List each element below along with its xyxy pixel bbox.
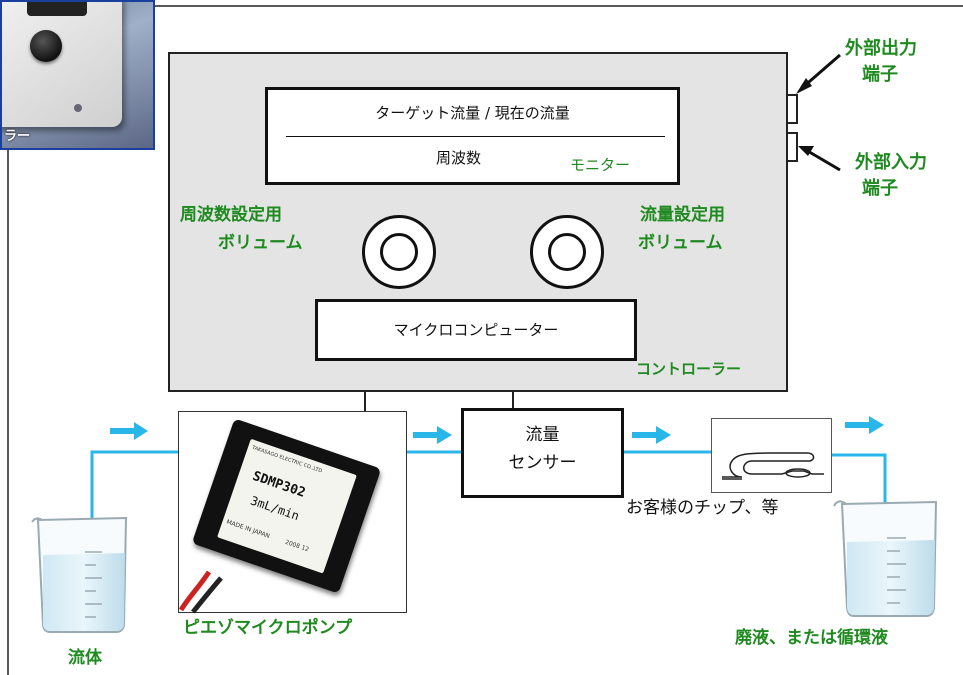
customer-chip-box	[711, 418, 832, 493]
input-terminal	[786, 132, 798, 162]
customer-chip-label: お客様のチップ、等	[626, 498, 779, 518]
controller-photo-display	[27, 2, 87, 16]
pump-frame: TAKASAGO ELECTRIC CO.,LTD SDMP302 3mL/mi…	[178, 411, 407, 614]
flow-volume-knob-center	[548, 233, 586, 271]
frequency-volume-label-2: ボリューム	[218, 233, 303, 253]
waste-label: 廃液、または循環液	[735, 628, 888, 648]
output-terminal-arrow	[796, 53, 841, 94]
flow-sensor-label-2: センサー	[508, 453, 577, 473]
flow-arrow-4	[845, 416, 884, 434]
fluid-beaker	[30, 510, 140, 635]
frequency-volume-knob	[362, 215, 436, 289]
pump-label: ピエゾマイクロポンプ	[183, 618, 353, 638]
microcomputer-box: マイクロコンピューター	[315, 299, 637, 361]
monitor-divider	[286, 136, 665, 137]
monitor-box: ターゲット流量 / 現在の流量 周波数 モニター	[265, 87, 680, 185]
waste-beaker	[832, 490, 944, 620]
pump-sticker-date: 2008 12	[284, 538, 310, 554]
flow-volume-knob	[530, 215, 604, 289]
input-terminal-arrow	[798, 146, 841, 172]
pump-sticker-rate: 3mL/min	[248, 493, 302, 524]
customer-chip-channel	[722, 452, 824, 480]
fluid-label: 流体	[68, 648, 102, 668]
monitor-line2: 周波数	[436, 149, 482, 167]
flow-sensor-box: 流量 センサー	[461, 408, 624, 498]
output-terminal-label-2: 端子	[862, 64, 898, 85]
flow-volume-label-1: 流量設定用	[640, 205, 725, 225]
controller-photo: ラー	[0, 0, 155, 150]
flow-sensor-label-1: 流量	[525, 425, 560, 445]
output-terminal-label-1: 外部出力	[845, 38, 917, 59]
input-terminal-label-2: 端子	[862, 178, 898, 199]
flow-arrow-3	[632, 426, 671, 444]
pump-sticker: TAKASAGO ELECTRIC CO.,LTD SDMP302 3mL/mi…	[217, 438, 357, 574]
monitor-label: モニター	[570, 156, 631, 174]
fluid-beaker-drawing	[31, 516, 128, 633]
pump-wires	[179, 570, 223, 614]
controller-photo-caption: ラー	[4, 129, 31, 144]
monitor-line1: ターゲット流量 / 現在の流量	[375, 104, 570, 122]
controller-photo-box	[2, 2, 122, 127]
microcomputer-label: マイクロコンピューター	[393, 321, 559, 339]
controller-photo-screw	[74, 104, 82, 112]
flow-arrow-2	[413, 426, 452, 444]
frequency-volume-knob-center	[380, 233, 418, 271]
output-terminal	[786, 94, 798, 124]
flow-arrow-1	[110, 422, 148, 440]
controller-photo-knob	[30, 30, 62, 62]
waste-beaker-drawing	[833, 500, 938, 617]
frequency-volume-label-1: 周波数設定用	[180, 205, 282, 225]
controller-label: コントローラー	[636, 360, 742, 378]
pump-sticker-origin: MADE IN JAPAN	[225, 518, 271, 540]
input-terminal-label-1: 外部入力	[855, 152, 927, 173]
flow-volume-label-2: ボリューム	[638, 233, 723, 253]
